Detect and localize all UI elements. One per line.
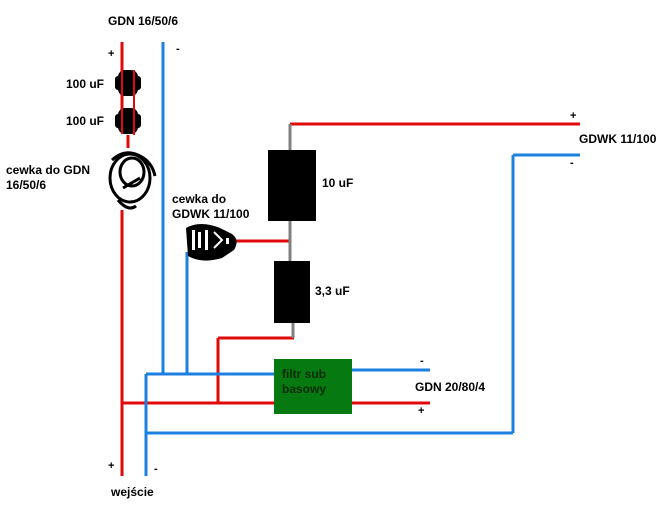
neutral-wires: [288, 124, 295, 338]
woofer-label: GDN 20/80/4: [415, 380, 486, 394]
gdwk-minus-sign: -: [570, 157, 574, 169]
tweeter-label: GDN 16/50/6: [108, 14, 179, 28]
coil1-label-line2: 16/50/6: [6, 178, 47, 192]
tweeter-minus-sign: -: [176, 43, 180, 55]
input-label: wejście: [111, 485, 154, 499]
capacitor-100uf-2: [115, 108, 141, 134]
tweeter-plus-sign: +: [108, 48, 115, 60]
gdwk-label: GDWK 11/100: [579, 132, 657, 146]
cap33-label: 3,3 uF: [315, 284, 350, 298]
cap10-label: 10 uF: [322, 176, 354, 190]
coil2-label-line2: GDWK 11/100: [172, 207, 250, 221]
gdwk-plus-sign: +: [570, 110, 577, 122]
capacitor-10uf: [268, 150, 316, 221]
input-minus-sign: -: [154, 463, 158, 475]
subwoofer-filter-box: filtr sub basowy: [274, 359, 352, 414]
woofer-minus-sign: -: [420, 355, 424, 367]
capacitor-3-3uf: [274, 261, 310, 323]
coil-gdn-16-50-6: [108, 151, 157, 210]
negative-wires: [144, 42, 580, 476]
filter-label: filtr sub basowy: [282, 367, 327, 396]
coil2-label-line1: cewka do: [172, 192, 227, 206]
woofer-plus-sign: +: [418, 405, 425, 417]
coil-gdwk-11-100: [186, 224, 237, 261]
cap1-label: 100 uF: [66, 77, 105, 91]
coil1-label-line1: cewka do GDN: [6, 163, 91, 177]
cap2-label: 100 uF: [66, 114, 105, 128]
input-plus-sign: +: [108, 460, 115, 472]
capacitor-100uf-1: [115, 70, 141, 96]
